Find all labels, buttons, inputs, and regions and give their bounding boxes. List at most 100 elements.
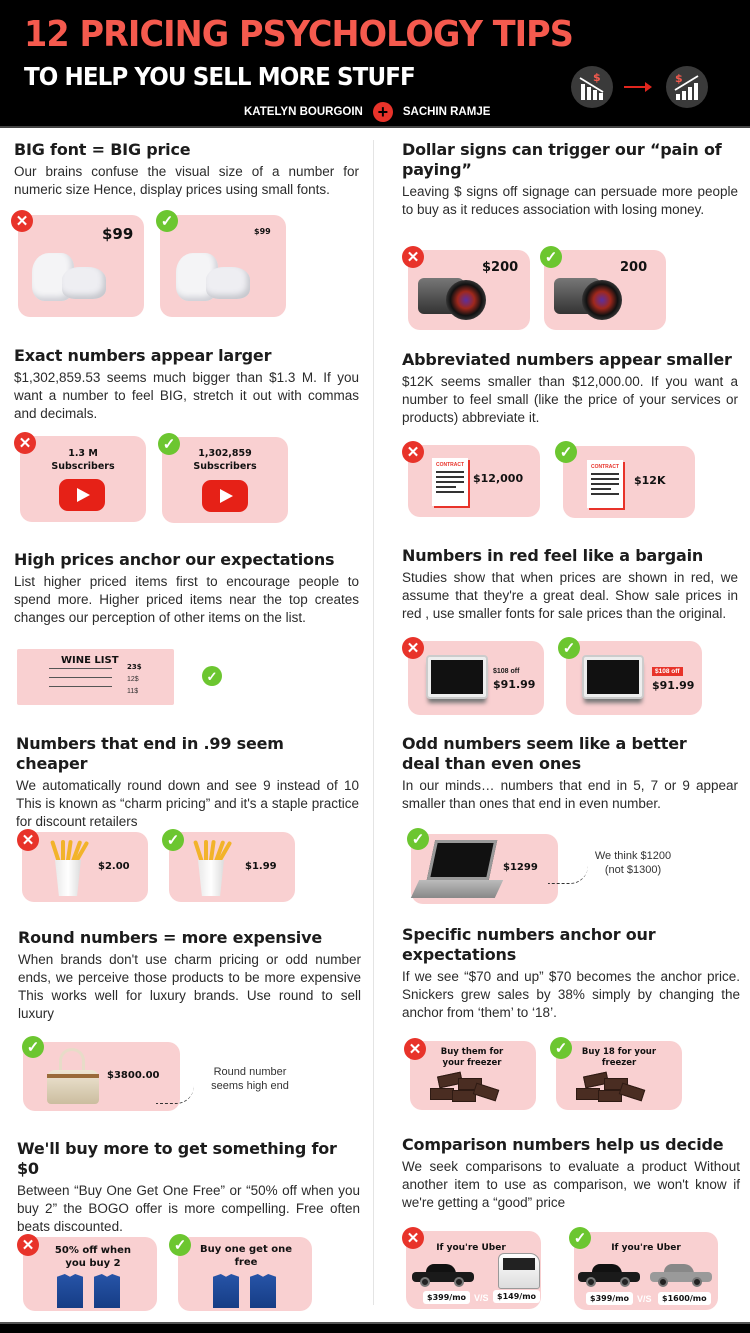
cross-icon: ✕	[402, 441, 424, 463]
good-example-card: ✓ $99	[156, 210, 286, 317]
good-example-card: ✓ 200	[540, 246, 666, 330]
tip-title: Numbers that end in .99 seem cheaper	[16, 734, 284, 773]
tip-body: We automatically round down and see 9 in…	[16, 778, 359, 829]
discount-label: $108 off	[652, 667, 683, 676]
subtitle: TO HELP YOU SELL MORE STUFF	[24, 62, 416, 91]
shirt-image	[213, 1274, 239, 1308]
price: $1299	[503, 862, 538, 873]
sneaker-image	[32, 245, 108, 303]
checkmark-icon: ✓	[540, 246, 562, 268]
versus-label: V/S	[637, 1294, 652, 1304]
price: 200	[620, 260, 648, 275]
plus-icon: +	[372, 102, 393, 122]
arrow-right-icon	[624, 82, 652, 92]
wine-price: 11$	[127, 688, 139, 695]
bad-example-card: ✕ CONTRACT $12,000	[402, 441, 540, 517]
wine-list-heading: WINE LIST	[61, 655, 119, 666]
wine-price: 12$	[127, 676, 139, 683]
wine-price: 23$	[127, 663, 142, 671]
price: $12,000	[473, 472, 524, 485]
good-example-card: ✓ If you're Uber $399/mo V/S $1600/mo	[569, 1227, 718, 1310]
fries-image	[191, 838, 233, 896]
bad-example-card: ✕ $108 off $91.99	[402, 637, 544, 715]
cross-icon: ✕	[14, 432, 36, 454]
tip-specific-numbers: Specific numbers anchor our expectations…	[402, 925, 740, 1022]
tip-odd-numbers: Odd numbers seem like a better deal than…	[402, 734, 738, 813]
author-name: KATELYN BOURGOIN	[244, 106, 363, 118]
price-tag: $149/mo	[493, 1290, 541, 1303]
fries-image	[48, 838, 90, 896]
list-line	[49, 677, 112, 678]
footer-bar	[0, 1322, 750, 1333]
column-divider	[373, 140, 374, 1305]
checkmark-icon: ✓	[22, 1036, 44, 1058]
main-title: 12 PRICING PSYCHOLOGY TIPS	[24, 14, 574, 55]
checkmark-icon: ✓	[156, 210, 178, 232]
tip-body: List higher priced items first to encour…	[14, 574, 359, 625]
bad-example-card: ✕ 50% off when you buy 2	[17, 1234, 157, 1311]
dotted-arrow	[548, 866, 588, 884]
tip-title: BIG font = BIG price	[14, 140, 191, 159]
camera-image	[554, 268, 624, 320]
good-example-card: ✓ $3800.00	[22, 1036, 180, 1111]
camera-image	[418, 268, 488, 320]
youtube-play-icon	[59, 479, 105, 511]
checkmark-icon: ✓	[202, 666, 222, 686]
checkmark-icon: ✓	[550, 1037, 572, 1059]
cross-icon: ✕	[17, 1234, 39, 1256]
chart-down-dollar-icon: $	[571, 66, 613, 108]
tip-title: High prices anchor our expectations	[14, 550, 335, 569]
handbag-image	[45, 1048, 101, 1106]
price-tag: $1600/mo	[658, 1292, 711, 1305]
contract-document-image: CONTRACT	[432, 458, 468, 506]
checkmark-icon: ✓	[169, 1234, 191, 1256]
checkmark-icon: ✓	[407, 828, 429, 850]
bus-image	[498, 1253, 540, 1289]
cross-icon: ✕	[402, 637, 424, 659]
tip-title: Comparison numbers help us decide	[402, 1135, 724, 1154]
scenario-label: If you're Uber	[436, 1243, 506, 1253]
chocolate-image	[576, 1071, 646, 1104]
tip-title: Exact numbers appear larger	[14, 346, 272, 365]
tip-body: We seek comparisons to evaluate a produc…	[402, 1159, 740, 1210]
bad-example-card: ✕ Buy them for your freezer	[404, 1038, 536, 1110]
shirt-image	[94, 1274, 120, 1308]
bad-example-card: ✕ $2.00	[17, 829, 148, 902]
tip-body: Our brains confuse the visual size of a …	[14, 164, 359, 197]
offer-label: 50% off when you buy 2	[54, 1245, 132, 1269]
tip-title: We'll buy more to get something for $0	[17, 1139, 337, 1178]
price: $99	[254, 227, 271, 236]
checkmark-icon: ✓	[569, 1227, 591, 1249]
shirt-image	[57, 1274, 83, 1308]
subscriber-label: Subscribers	[51, 461, 115, 472]
good-example-card: ✓ $108 off $91.99	[558, 637, 702, 715]
tip-charm-pricing: Numbers that end in .99 seem cheaper We …	[16, 734, 359, 831]
bad-example-card: ✕ If you're Uber $399/mo V/S $149/mo	[402, 1227, 541, 1309]
tip-body: Studies show that when prices are shown …	[402, 570, 738, 621]
tip-body: In our minds… numbers that end in 5, 7 o…	[402, 778, 738, 811]
cross-icon: ✕	[11, 210, 33, 232]
youtube-play-icon	[202, 480, 248, 512]
wine-list-card: WINE LIST 23$ 12$ 11$	[17, 649, 174, 705]
price: $12K	[634, 474, 666, 487]
subscriber-count: 1.3 M	[68, 448, 98, 459]
tip-title: Odd numbers seem like a better deal than…	[402, 734, 687, 773]
checkmark-icon: ✓	[558, 637, 580, 659]
bad-example-card: ✕ $99	[11, 210, 144, 317]
author-name: SACHIN RAMJE	[402, 106, 491, 118]
laptop-image	[410, 840, 504, 902]
annotation-note: We think $1200 (not $1300)	[594, 850, 672, 876]
car-image	[412, 1264, 474, 1287]
tip-title: Specific numbers anchor our expectations	[402, 925, 656, 964]
luxury-car-image	[650, 1264, 712, 1287]
tip-big-font: BIG font = BIG price Our brains confuse …	[14, 140, 359, 199]
tip-body: Between “Buy One Get One Free” or “50% o…	[17, 1183, 360, 1234]
svg-text:$: $	[593, 71, 601, 84]
offer-label: Buy them for your freezer	[440, 1047, 504, 1068]
good-example-card: ✓ $1299	[407, 828, 558, 904]
tip-high-prices-anchor: High prices anchor our expectations List…	[14, 550, 359, 627]
tip-exact-numbers: Exact numbers appear larger $1,302,859.5…	[14, 346, 359, 423]
header-banner: 12 PRICING PSYCHOLOGY TIPS TO HELP YOU S…	[0, 0, 750, 128]
bad-example-card: ✕ $200	[402, 246, 530, 330]
checkmark-icon: ✓	[162, 829, 184, 851]
